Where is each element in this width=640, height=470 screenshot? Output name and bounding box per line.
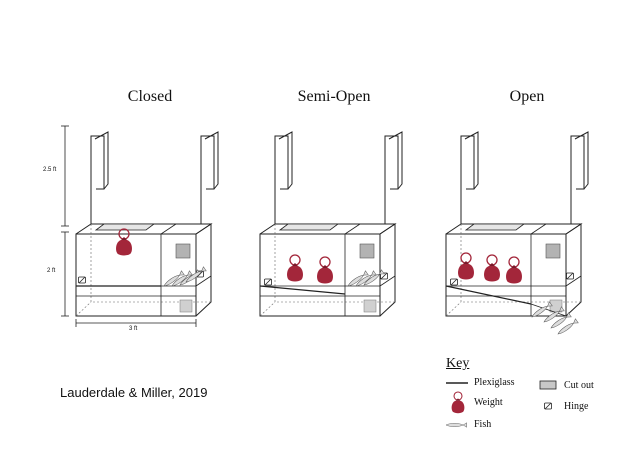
- key-label-hinge: Hinge: [564, 401, 589, 412]
- weight-icon: [483, 254, 501, 283]
- weight-icon: [457, 252, 475, 281]
- fish-icon: [445, 422, 467, 428]
- hinge-icon: [544, 402, 552, 410]
- hinge-icon: [566, 272, 574, 280]
- cutout-symbol: [539, 380, 557, 390]
- title-open: Open: [509, 88, 545, 105]
- dimension-lines: [61, 125, 197, 327]
- key-label-cut-out: Cut out: [564, 380, 594, 391]
- key-title: Key: [446, 356, 470, 371]
- trap-closed: [75, 131, 219, 317]
- weight-icon: [505, 256, 523, 285]
- citation: Lauderdale & Miller, 2019: [60, 385, 208, 400]
- key-label-fish: Fish: [474, 419, 492, 430]
- trap-open: [445, 131, 589, 337]
- title-closed: Closed: [127, 88, 173, 105]
- dimension-label-height-lower: 2 ft: [47, 268, 56, 274]
- dimension-label-width: 3 ft: [129, 326, 138, 332]
- hinge-icon: [450, 278, 458, 286]
- hinge-icon: [264, 278, 272, 286]
- title-semi-open: Semi-Open: [297, 88, 371, 105]
- key-symbols: [445, 380, 557, 428]
- hinge-icon: [78, 276, 86, 284]
- weight-icon: [316, 256, 334, 285]
- weight-icon: [451, 391, 465, 414]
- key-label-plexiglass: Plexiglass: [474, 377, 515, 388]
- key-label-weight: Weight: [474, 397, 503, 408]
- dimension-label-height-upper: 2.5 ft: [43, 167, 57, 173]
- weight-icon: [115, 228, 133, 257]
- trap-semi-open: [259, 131, 403, 317]
- weight-icon: [286, 254, 304, 283]
